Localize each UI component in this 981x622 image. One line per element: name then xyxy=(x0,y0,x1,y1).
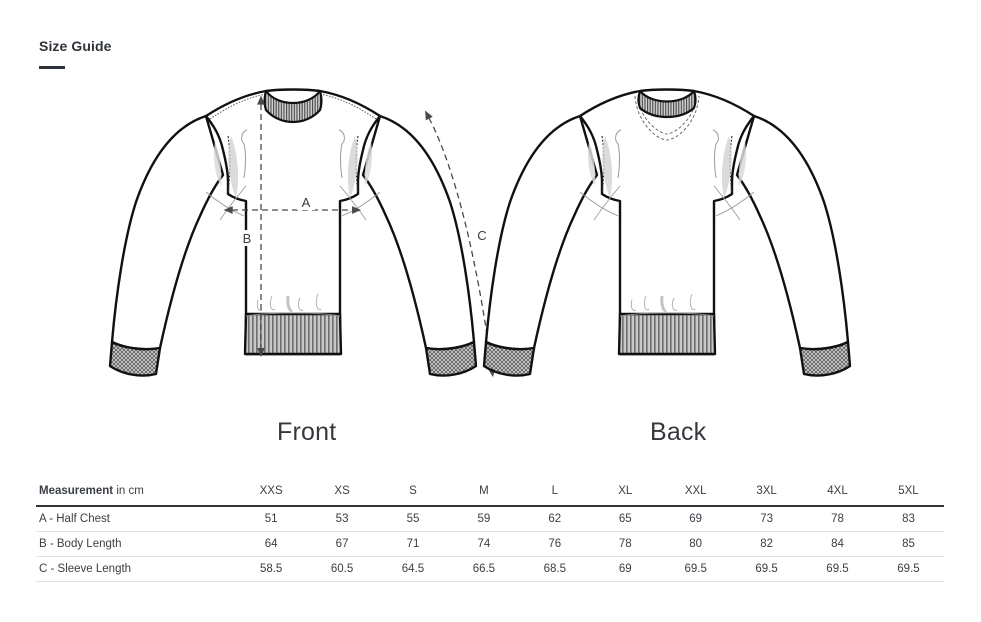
dimension-a: A xyxy=(223,194,362,214)
table-header-row: Measurement in cm XXS XS S M L XL XXL 3X… xyxy=(36,481,944,507)
cell-sleeve-length-xl: 69 xyxy=(590,556,661,582)
size-chart-table: Measurement in cm XXS XS S M L XL XXL 3X… xyxy=(36,481,944,582)
cell-body-length-xxs: 64 xyxy=(235,531,307,557)
garment-back-view xyxy=(482,88,852,377)
caption-back: Back xyxy=(650,418,707,446)
cell-half-chest-xs: 53 xyxy=(306,506,378,532)
cell-sleeve-length-5xl: 69.5 xyxy=(872,556,944,582)
column-header-m: M xyxy=(448,481,520,507)
cell-body-length-3xl: 82 xyxy=(731,531,803,557)
page-title: Size Guide xyxy=(39,38,112,54)
column-header-xxs: XXS xyxy=(235,481,307,507)
column-header-s: S xyxy=(377,481,449,507)
cell-half-chest-5xl: 83 xyxy=(872,506,944,532)
table-row: A - Half Chest 51 53 55 59 62 65 69 73 7… xyxy=(36,506,944,532)
table-header: Measurement in cm XXS XS S M L XL XXL 3X… xyxy=(36,481,944,507)
table-row: C - Sleeve Length 58.5 60.5 64.5 66.5 68… xyxy=(36,556,944,582)
cell-sleeve-length-xs: 60.5 xyxy=(306,556,378,582)
cell-sleeve-length-l: 68.5 xyxy=(519,556,591,582)
cell-half-chest-3xl: 73 xyxy=(731,506,803,532)
garment-front-view: A B C xyxy=(108,88,496,378)
cell-half-chest-xxs: 51 xyxy=(235,506,307,532)
cell-body-length-s: 71 xyxy=(377,531,449,557)
cell-body-length-xs: 67 xyxy=(306,531,378,557)
cell-sleeve-length-xxs: 58.5 xyxy=(235,556,307,582)
cell-half-chest-4xl: 78 xyxy=(802,506,873,532)
cell-body-length-m: 74 xyxy=(448,531,520,557)
measurement-label-bold: Measurement xyxy=(39,485,114,497)
column-header-measurement: Measurement in cm xyxy=(36,481,236,507)
column-header-5xl: 5XL xyxy=(872,481,944,507)
cell-half-chest-m: 59 xyxy=(448,506,520,532)
column-header-3xl: 3XL xyxy=(731,481,803,507)
cell-half-chest-xl: 65 xyxy=(590,506,661,532)
garment-illustration: A B C xyxy=(0,74,981,404)
cell-body-length-l: 76 xyxy=(519,531,591,557)
column-header-xl: XL xyxy=(590,481,661,507)
cell-sleeve-length-s: 64.5 xyxy=(377,556,449,582)
cell-body-length-xl: 78 xyxy=(590,531,661,557)
dimension-b: B xyxy=(238,95,265,358)
column-header-xxl: XXL xyxy=(660,481,732,507)
column-header-xs: XS xyxy=(306,481,378,507)
cell-half-chest-l: 62 xyxy=(519,506,591,532)
cell-body-length-5xl: 85 xyxy=(872,531,944,557)
cell-half-chest-s: 55 xyxy=(377,506,449,532)
table-body: A - Half Chest 51 53 55 59 62 65 69 73 7… xyxy=(36,506,944,582)
row-label-half-chest: A - Half Chest xyxy=(36,506,236,532)
row-label-sleeve-length: C - Sleeve Length xyxy=(36,556,236,582)
cell-sleeve-length-m: 66.5 xyxy=(448,556,520,582)
column-header-4xl: 4XL xyxy=(802,481,873,507)
cell-half-chest-xxl: 69 xyxy=(660,506,732,532)
column-header-l: L xyxy=(519,481,591,507)
svg-text:B: B xyxy=(243,231,252,246)
title-underline-rule xyxy=(39,66,65,69)
row-label-body-length: B - Body Length xyxy=(36,531,236,557)
caption-front: Front xyxy=(277,418,337,446)
svg-text:C: C xyxy=(477,228,486,243)
cell-sleeve-length-4xl: 69.5 xyxy=(802,556,873,582)
measurement-label-unit: in cm xyxy=(113,485,144,497)
cell-body-length-xxl: 80 xyxy=(660,531,732,557)
cell-body-length-4xl: 84 xyxy=(802,531,873,557)
cell-sleeve-length-xxl: 69.5 xyxy=(660,556,732,582)
svg-text:A: A xyxy=(302,195,311,210)
table-row: B - Body Length 64 67 71 74 76 78 80 82 … xyxy=(36,531,944,557)
cell-sleeve-length-3xl: 69.5 xyxy=(731,556,803,582)
